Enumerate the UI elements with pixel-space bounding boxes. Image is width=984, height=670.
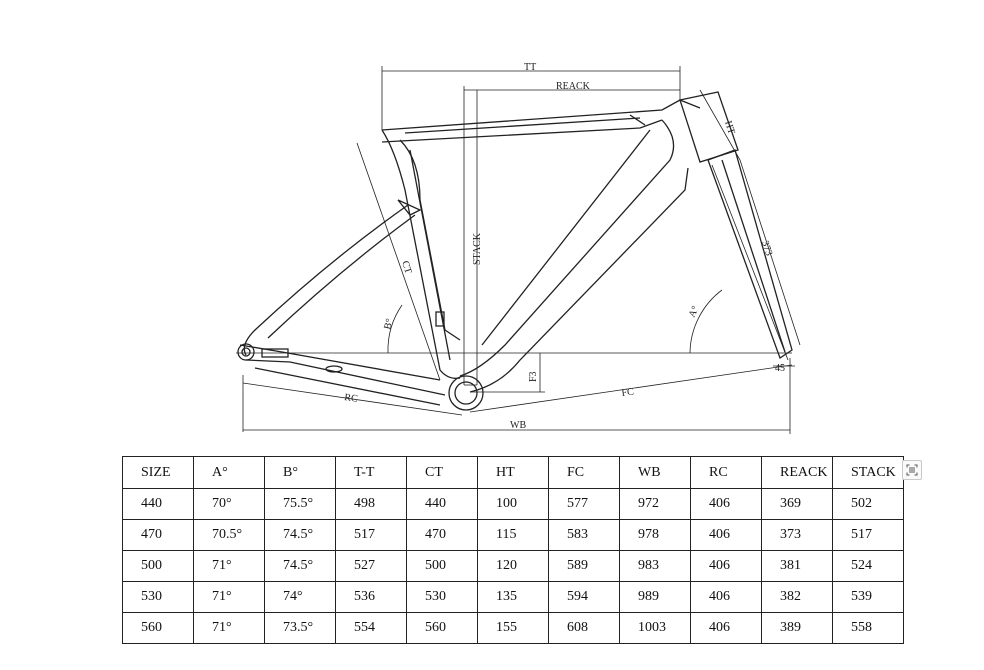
table-cell: 978 (619, 519, 691, 551)
table-row: 530 71° 74° 536 530 135 594 989 406 382 … (122, 581, 904, 613)
table-cell: 71° (193, 612, 265, 644)
col-header-tt: T-T (335, 456, 407, 489)
label-b-angle: B° (382, 318, 395, 331)
table-cell: 406 (690, 581, 762, 613)
table-row: 500 71° 74.5° 527 500 120 589 983 406 38… (122, 550, 904, 582)
label-rc: RC (344, 392, 359, 405)
dimension-lines (236, 66, 801, 434)
col-header-fc: FC (548, 456, 620, 489)
col-header-reack: REACK (761, 456, 833, 489)
table-cell: 71° (193, 550, 265, 582)
col-header-a-angle: A° (193, 456, 265, 489)
table-cell: 382 (761, 581, 833, 613)
col-header-wb: WB (619, 456, 691, 489)
col-header-b-angle: B° (264, 456, 336, 489)
table-cell: 608 (548, 612, 620, 644)
label-wb: WB (510, 420, 526, 431)
table-cell: 115 (477, 519, 549, 551)
frame-outline (237, 91, 793, 411)
label-fc: FC (621, 386, 635, 399)
table-cell: 74.5° (264, 519, 336, 551)
col-header-stack: STACK (832, 456, 904, 489)
table-row: 470 70.5° 74.5° 517 470 115 583 978 406 … (122, 519, 904, 551)
table-cell: 135 (477, 581, 549, 613)
col-header-rc: RC (690, 456, 762, 489)
bike-frame-diagram: TT REACK HT STACK CT B° A° 373 F3 FC RC … (236, 62, 801, 434)
table-cell: 500 (122, 550, 194, 582)
table-cell: 70.5° (193, 519, 265, 551)
label-ct: CT (399, 260, 413, 276)
table-cell: 983 (619, 550, 691, 582)
table-cell: 530 (122, 581, 194, 613)
table-cell: 498 (335, 488, 407, 520)
table-cell: 594 (548, 581, 620, 613)
table-cell: 74° (264, 581, 336, 613)
table-cell: 554 (335, 612, 407, 644)
table-cell: 527 (335, 550, 407, 582)
table-cell: 73.5° (264, 612, 336, 644)
table-cell: 470 (122, 519, 194, 551)
table-cell: 389 (761, 612, 833, 644)
label-stack: STACK (472, 232, 483, 265)
table-cell: 369 (761, 488, 833, 520)
table-cell: 70° (193, 488, 265, 520)
scan-icon[interactable] (902, 460, 922, 480)
table-cell: 74.5° (264, 550, 336, 582)
label-a-angle: A° (687, 304, 702, 319)
table-cell: 536 (335, 581, 407, 613)
table-row: 440 70° 75.5° 498 440 100 577 972 406 36… (122, 488, 904, 520)
table-cell: 502 (832, 488, 904, 520)
table-cell: 583 (548, 519, 620, 551)
table-header-row: SIZE A° B° T-T CT HT FC WB RC REACK STAC… (122, 456, 904, 489)
table-cell: 560 (122, 612, 194, 644)
col-header-ct: CT (406, 456, 478, 489)
table-cell: 440 (406, 488, 478, 520)
table-cell: 71° (193, 581, 265, 613)
label-fork-length: 373 (759, 240, 774, 258)
label-ht: HT (722, 120, 737, 136)
table-cell: 530 (406, 581, 478, 613)
table-cell: 517 (335, 519, 407, 551)
table-cell: 100 (477, 488, 549, 520)
table-row: 560 71° 73.5° 554 560 155 608 1003 406 3… (122, 612, 904, 644)
table-cell: 373 (761, 519, 833, 551)
table-cell: 524 (832, 550, 904, 582)
table-cell: 155 (477, 612, 549, 644)
label-offset: 45 (775, 363, 785, 374)
label-reack: REACK (556, 81, 591, 92)
table-cell: 406 (690, 519, 762, 551)
table-cell: 440 (122, 488, 194, 520)
label-f3: F3 (528, 371, 539, 382)
table-cell: 381 (761, 550, 833, 582)
table-cell: 517 (832, 519, 904, 551)
table-cell: 558 (832, 612, 904, 644)
col-header-ht: HT (477, 456, 549, 489)
table-cell: 989 (619, 581, 691, 613)
label-tt: TT (524, 62, 536, 73)
table-cell: 470 (406, 519, 478, 551)
table-cell: 539 (832, 581, 904, 613)
table-cell: 972 (619, 488, 691, 520)
col-header-size: SIZE (122, 456, 194, 489)
table-cell: 406 (690, 550, 762, 582)
table-cell: 500 (406, 550, 478, 582)
table-cell: 75.5° (264, 488, 336, 520)
table-cell: 560 (406, 612, 478, 644)
table-cell: 120 (477, 550, 549, 582)
table-cell: 406 (690, 612, 762, 644)
table-cell: 406 (690, 488, 762, 520)
scan-icon-glyph (906, 464, 918, 476)
geometry-table: SIZE A° B° T-T CT HT FC WB RC REACK STAC… (122, 456, 904, 644)
table-cell: 589 (548, 550, 620, 582)
table-cell: 577 (548, 488, 620, 520)
table-cell: 1003 (619, 612, 691, 644)
